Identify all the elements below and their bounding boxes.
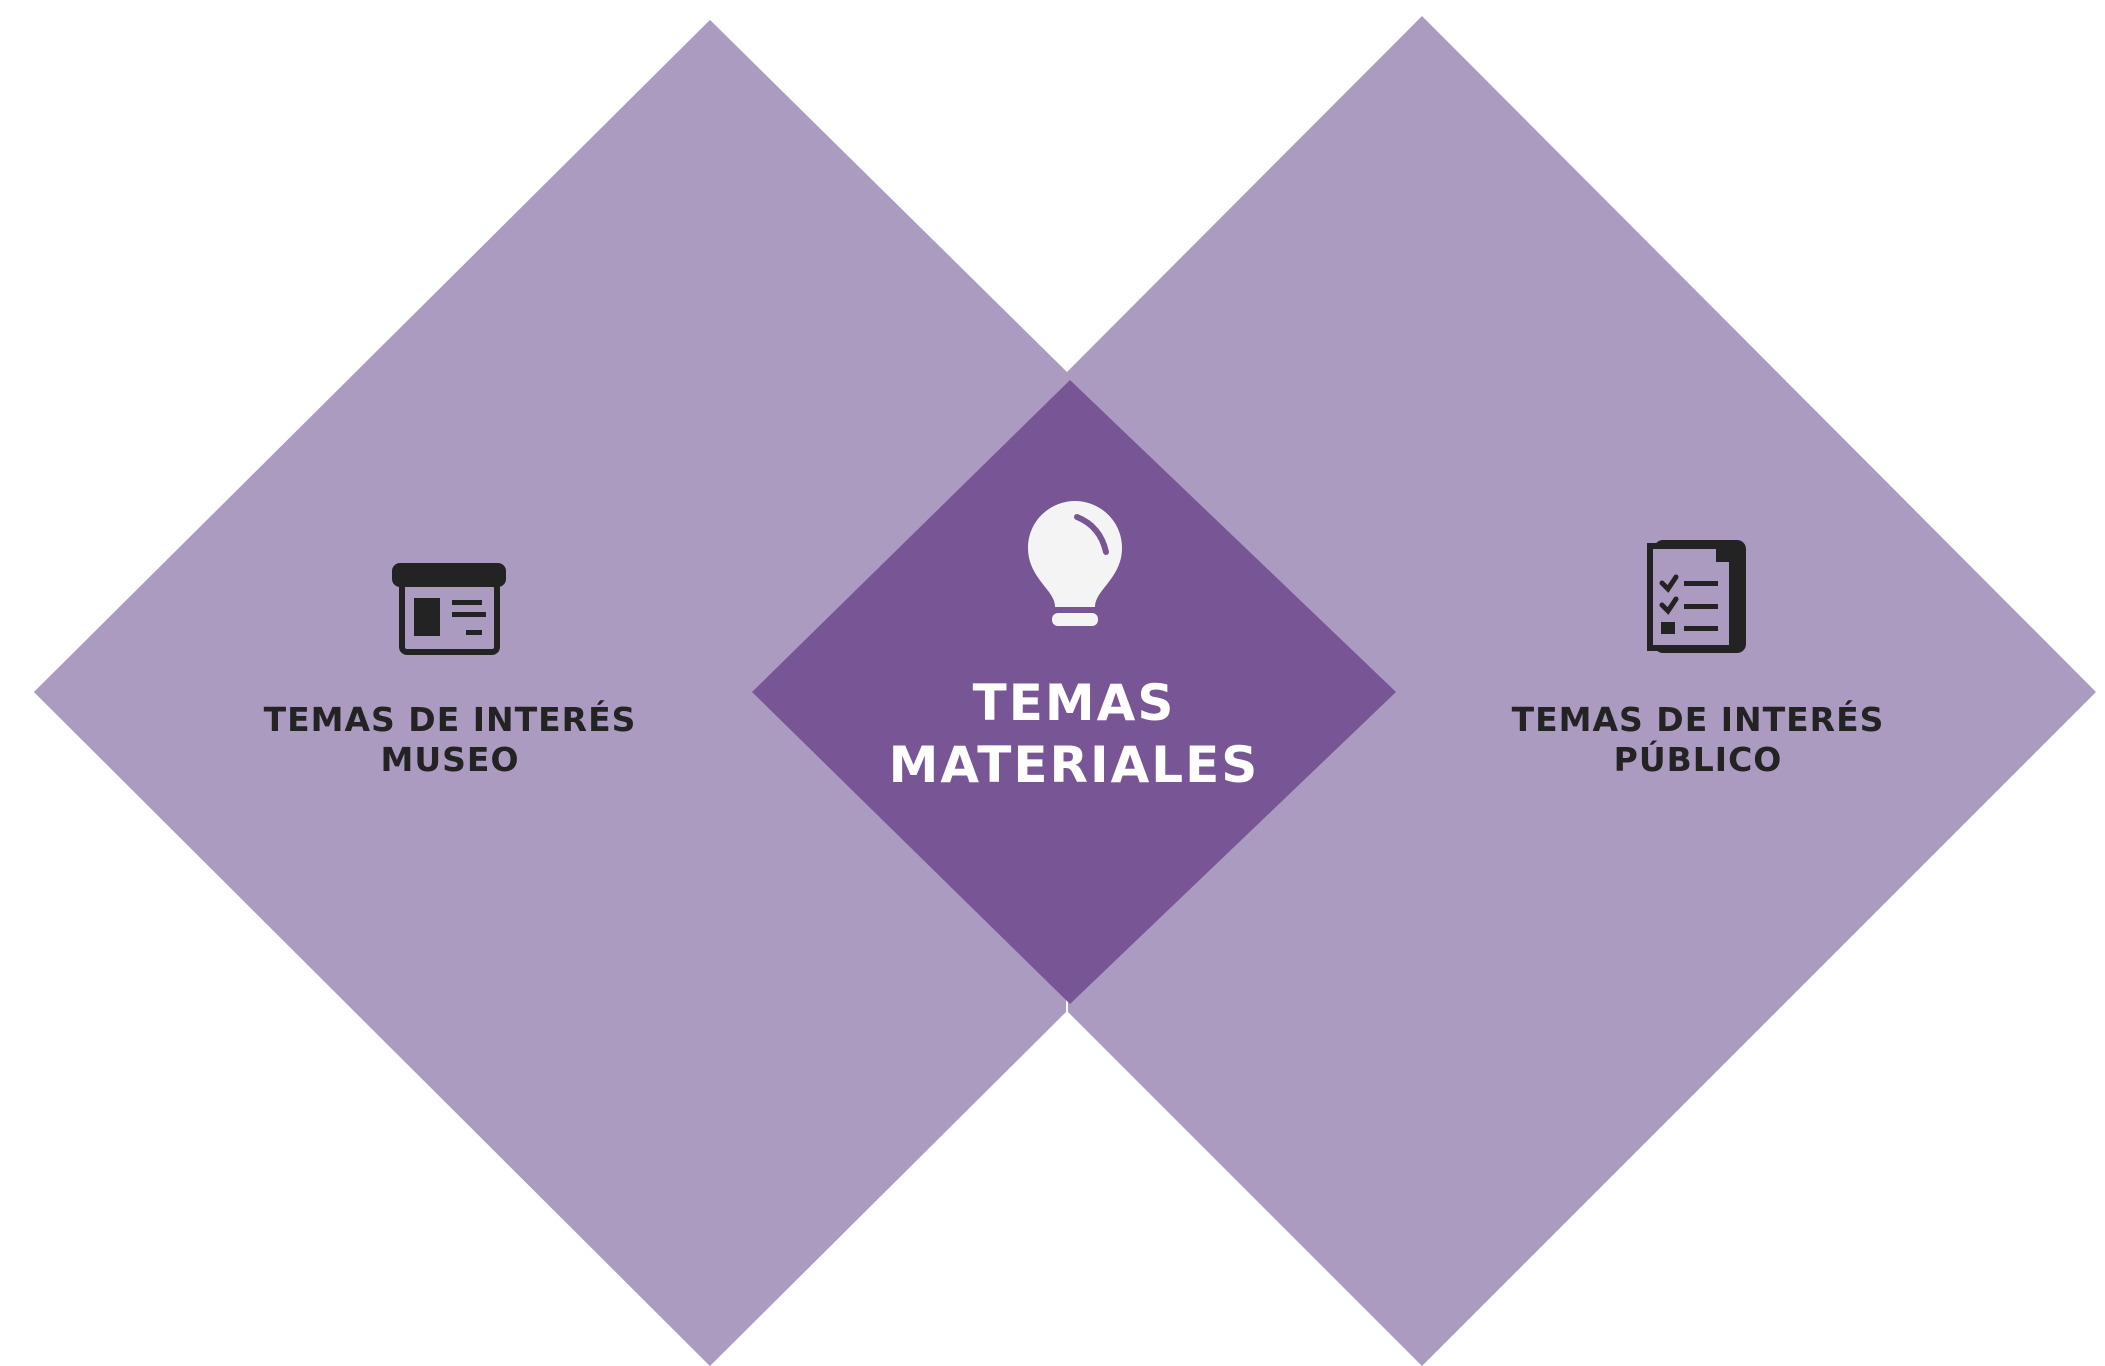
center-label-line1: TEMAS [972,674,1176,732]
label-temas-materiales: TEMAS MATERIALES [824,672,1324,796]
left-diamond-full [34,20,1068,1366]
checklist-icon [1647,540,1746,653]
right-label-line2: PÚBLICO [1613,740,1783,779]
label-temas-interes-museo: TEMAS DE INTERÉS MUSEO [200,700,700,780]
left-label-line1: TEMAS DE INTERÉS [263,700,637,739]
left-label-line2: MUSEO [380,740,520,779]
right-label-line1: TEMAS DE INTERÉS [1511,700,1885,739]
right-diamond [1066,16,2096,1366]
center-diamond [752,380,1396,1004]
label-temas-interes-publico: TEMAS DE INTERÉS PÚBLICO [1448,700,1948,780]
lightbulb-icon [1028,501,1122,626]
museum-panel-icon [392,563,506,655]
center-label-line2: MATERIALES [888,736,1260,794]
